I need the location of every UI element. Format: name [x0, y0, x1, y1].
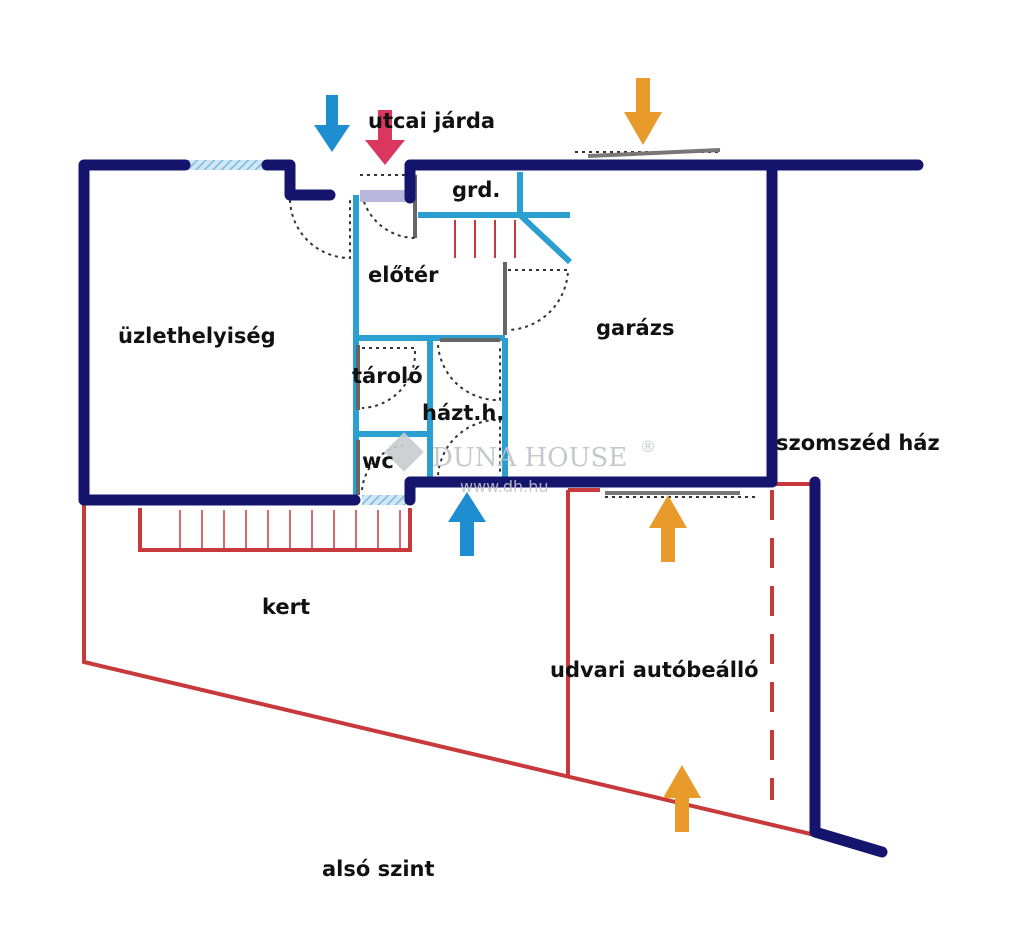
- gate-top: [587, 148, 721, 158]
- label-wardrobe: grd.: [452, 178, 500, 202]
- label-shop: üzlethelyiség: [118, 324, 276, 348]
- label-wc: wc: [362, 449, 394, 473]
- watermark-registered: ®: [640, 437, 656, 456]
- outer-walls: [78, 159, 924, 858]
- watermark-brand: DUNA HOUSE: [432, 443, 627, 473]
- label-garage: garázs: [596, 316, 674, 340]
- arrow-down-pink-icon: [365, 110, 405, 165]
- entrance-arrows: [314, 78, 701, 832]
- arrow-up-orange-icon: [649, 495, 687, 562]
- label-storage: tároló: [352, 364, 423, 388]
- label-garden: kert: [262, 595, 310, 619]
- garden-stairs: [179, 510, 401, 550]
- arrow-down-orange-icon: [624, 78, 662, 145]
- label-street: utcai járda: [368, 109, 495, 133]
- grd-stairs: [454, 220, 516, 258]
- plot-boundary: [82, 482, 816, 837]
- label-hall: előtér: [368, 263, 439, 287]
- arrow-up-orange-icon: [663, 765, 701, 832]
- label-utility: házt.h.: [422, 401, 504, 425]
- label-parking: udvari autóbeálló: [550, 658, 759, 682]
- label-level: alsó szint: [322, 857, 435, 881]
- watermark: DUNA HOUSE ® www.dh.hu: [384, 432, 656, 496]
- duna-house-logo-icon: [384, 432, 424, 472]
- arrow-down-blue-icon: [314, 95, 350, 152]
- inner-walls: [353, 172, 573, 495]
- arrow-up-blue-icon: [448, 492, 486, 556]
- watermark-url: www.dh.hu: [460, 477, 549, 496]
- label-neighbor: szomszéd ház: [776, 431, 940, 455]
